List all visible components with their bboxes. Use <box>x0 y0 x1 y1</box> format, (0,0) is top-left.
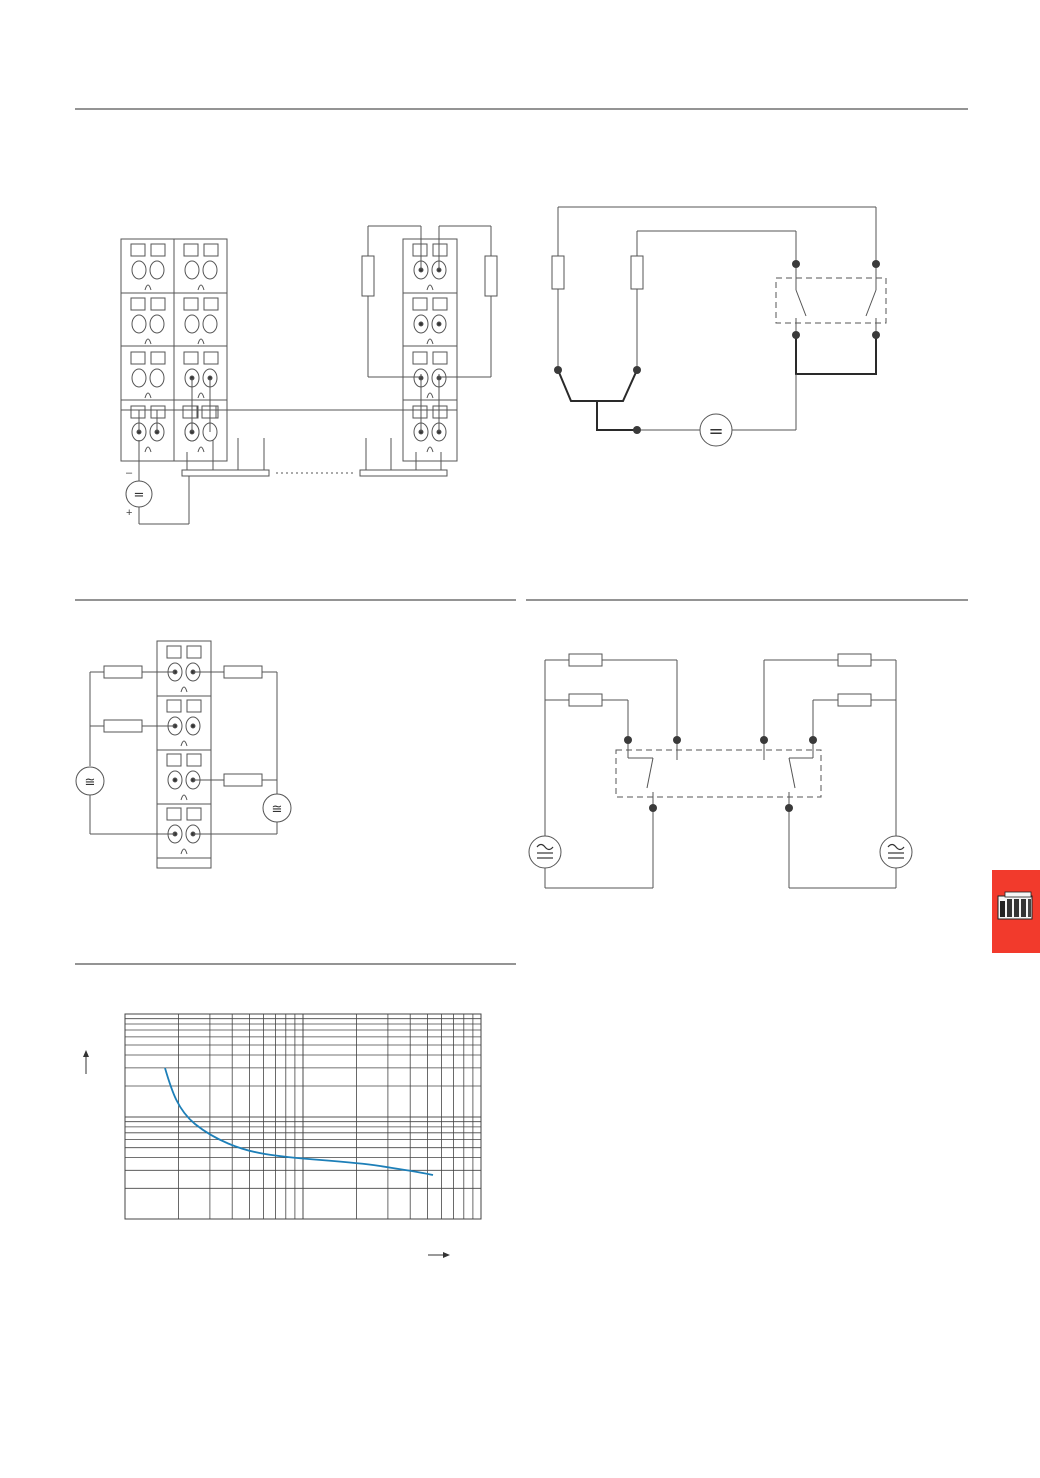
relay-ac-nodes <box>624 736 817 812</box>
dc-symbol-1: = <box>134 488 145 503</box>
resistor-r8 <box>223 773 263 787</box>
ac-source-2 <box>879 835 913 869</box>
acdc-symbol-2: ≅ <box>272 802 283 817</box>
resistor-r2 <box>484 255 498 297</box>
ac-source-marks <box>536 843 905 859</box>
section-rules <box>75 108 968 965</box>
resistor-r10 <box>568 693 603 707</box>
relay-dc-nodes <box>554 260 880 434</box>
terminal-wiring-diagram <box>120 225 498 525</box>
terminal-block-right <box>402 238 458 462</box>
terminal-strip-ac-diagram <box>75 640 292 869</box>
resistor-r6 <box>103 719 143 733</box>
terminal-block-mid <box>156 640 212 869</box>
dc-symbol-2: = <box>708 421 723 442</box>
resistor-r1 <box>361 255 375 297</box>
resistor-r9 <box>568 653 603 667</box>
resistor-r5 <box>103 665 143 679</box>
chart-grid <box>124 1013 482 1220</box>
ac-source-1 <box>528 835 562 869</box>
side-tab <box>992 870 1040 953</box>
resistor-r3 <box>551 255 565 290</box>
resistor-r11 <box>837 653 872 667</box>
relay-housing-ac <box>615 749 822 798</box>
minus-label: – <box>126 467 133 479</box>
relay-housing <box>775 277 887 324</box>
derating-chart <box>83 1013 482 1258</box>
resistor-r4 <box>630 255 644 290</box>
terminal-cells-right <box>412 243 448 453</box>
chart-series-line <box>164 1067 434 1176</box>
resistor-r12 <box>837 693 872 707</box>
bridge-right <box>359 469 448 477</box>
relay-schematic-ac <box>528 653 913 889</box>
plus-label: + <box>126 507 132 519</box>
resistor-r7 <box>223 665 263 679</box>
relay-schematic-dc <box>551 206 887 447</box>
terminal-cell-corner <box>182 405 217 442</box>
plc-modules-icon <box>997 891 1033 920</box>
acdc-symbol-1: ≅ <box>85 775 96 790</box>
bridge-left <box>181 469 270 477</box>
